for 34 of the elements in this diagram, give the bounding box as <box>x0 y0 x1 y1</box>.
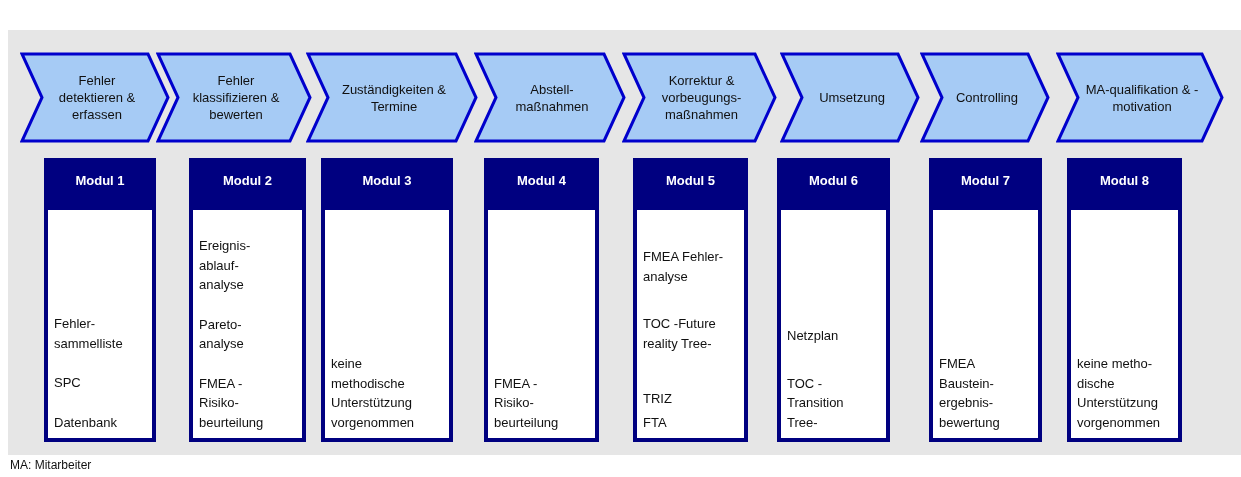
method-text: Ereignis- ablauf- analyse <box>199 237 252 294</box>
module-card <box>1067 158 1182 442</box>
step-label: Zuständigkeiten & Termine <box>340 80 448 115</box>
module-card <box>189 158 306 442</box>
method-text: FMEA - Risiko- beurteilung <box>199 374 265 432</box>
method-text: FMEA Fehler- analyse <box>643 248 725 286</box>
step-label: Fehler klassifizieren & bewerten <box>192 72 280 123</box>
method-text: keine metho- dische Unterstützung vorgenommen <box>1077 355 1162 432</box>
module-card <box>929 158 1042 442</box>
step-label: Controlling <box>954 89 1020 106</box>
method-text: TOC -Future reality Tree- <box>643 315 717 353</box>
method-text: SPC <box>54 374 82 392</box>
step-label: MA-qualifikation & -motivation <box>1084 80 1200 115</box>
method-text: FMEA - Risiko- beurteilung <box>494 374 560 432</box>
step-label: Fehler detektieren & erfassen <box>58 72 136 123</box>
module-card <box>633 158 748 442</box>
method-text: Netzplan <box>787 327 840 345</box>
module-card <box>777 158 890 442</box>
step-label: Umsetzung <box>818 89 886 106</box>
method-text: TOC - Transition Tree- <box>787 374 845 432</box>
process-step <box>920 52 1050 143</box>
method-text: Pareto- analyse <box>199 315 245 353</box>
method-text: FMEA Baustein- ergebnis- bewertung <box>939 355 1001 432</box>
step-label: Abstell- maßnahmen <box>514 80 590 115</box>
step-label: Korrektur & vorbeugungs- maßnahmen <box>660 72 743 123</box>
module-card <box>484 158 599 442</box>
method-text: Fehler- sammelliste <box>54 315 124 353</box>
footnote: MA: Mitarbeiter <box>10 458 92 472</box>
method-text: TRIZ <box>643 390 673 408</box>
module-card <box>44 158 156 442</box>
method-text: Datenbank <box>54 413 118 432</box>
method-text: FTA <box>643 413 668 432</box>
method-text: keine methodische Unterstützung vorgenommen <box>331 355 416 432</box>
module-card <box>321 158 453 442</box>
